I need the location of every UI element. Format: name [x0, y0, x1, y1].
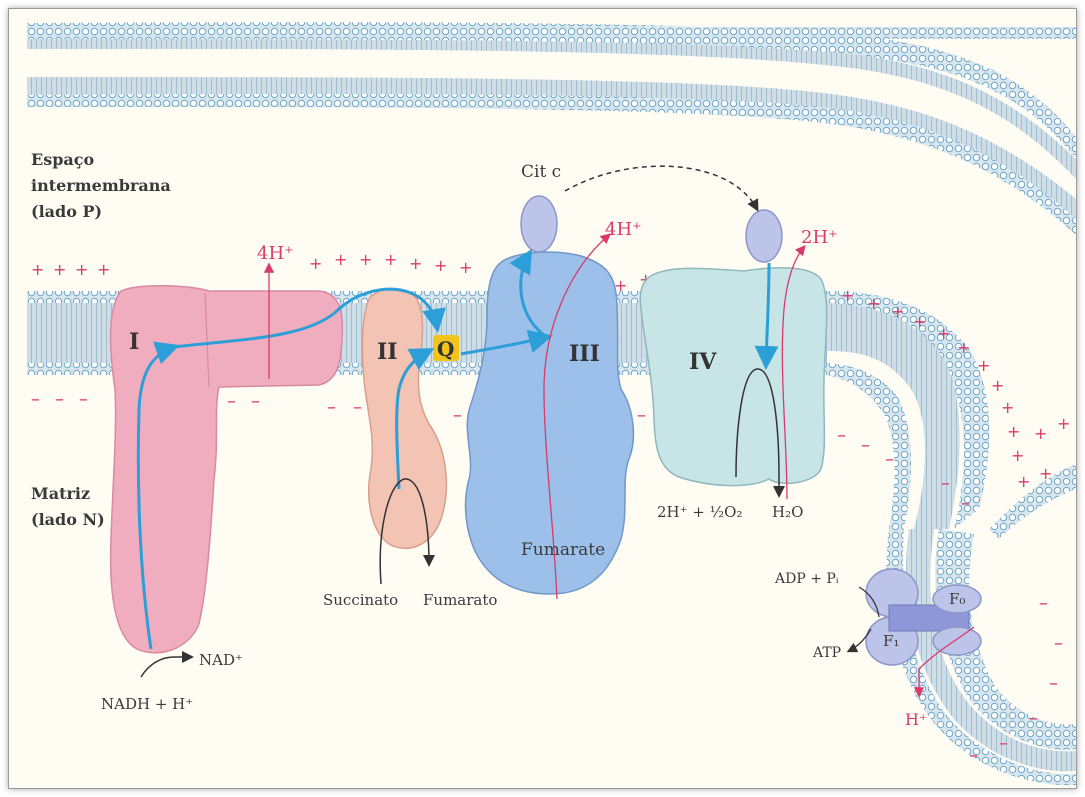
- ims-label-2: intermembrana: [31, 176, 171, 195]
- svg-text:–: –: [1049, 673, 1058, 694]
- svg-text:–: –: [55, 389, 64, 410]
- matrix-label-2: (lado N): [31, 510, 105, 529]
- svg-text:–: –: [969, 745, 978, 766]
- complex-i-label: I: [129, 329, 139, 355]
- svg-text:+: +: [409, 254, 422, 273]
- svg-text:–: –: [31, 389, 40, 410]
- svg-text:+: +: [841, 286, 854, 305]
- water-label: H₂O: [772, 503, 803, 521]
- protons-c1: 4H⁺: [257, 243, 294, 264]
- svg-text:+: +: [867, 294, 880, 313]
- svg-text:+: +: [957, 338, 970, 357]
- svg-text:–: –: [861, 435, 870, 456]
- svg-text:–: –: [251, 391, 260, 412]
- ims-label-1: Espaço: [31, 150, 95, 169]
- svg-text:+: +: [53, 260, 66, 279]
- cyt-c-label: Cit c: [521, 162, 561, 182]
- complex-ii-label: II: [377, 339, 398, 365]
- complex-iv[interactable]: IV: [640, 268, 826, 486]
- ims-label-3: (lado P): [31, 202, 102, 221]
- svg-text:+: +: [1011, 446, 1024, 465]
- protons-atp: H⁺: [905, 710, 927, 729]
- svg-text:–: –: [453, 405, 462, 426]
- svg-text:+: +: [97, 260, 110, 279]
- svg-text:–: –: [999, 733, 1008, 754]
- svg-text:+: +: [977, 356, 990, 375]
- svg-text:+: +: [334, 250, 347, 269]
- svg-text:+: +: [1039, 464, 1052, 483]
- svg-text:+: +: [359, 250, 372, 269]
- svg-text:+: +: [384, 250, 397, 269]
- svg-text:+: +: [891, 302, 904, 321]
- svg-text:+: +: [31, 260, 44, 279]
- svg-text:+: +: [1034, 424, 1047, 443]
- svg-text:+: +: [75, 260, 88, 279]
- svg-text:–: –: [837, 425, 846, 446]
- svg-text:+: +: [913, 312, 926, 331]
- protons-c4: 2H⁺: [801, 227, 838, 248]
- adp-label: ADP + Pᵢ: [774, 571, 839, 587]
- svg-text:+: +: [1007, 422, 1020, 441]
- diagram-frame: ++++ +++++++ ++ +++++++++++++ ++ ––– –––…: [8, 8, 1077, 789]
- svg-text:–: –: [1054, 633, 1063, 654]
- svg-text:–: –: [1039, 593, 1048, 614]
- complex-iii-label: III: [569, 341, 600, 367]
- oxygen-label: 2H⁺ + ½O₂: [657, 503, 743, 521]
- nadh-arrow: [141, 657, 191, 677]
- f1-label: F₁: [883, 632, 899, 650]
- atp-label: ATP: [812, 645, 841, 661]
- q-label: Q: [437, 337, 454, 361]
- fumarato-label: Fumarato: [423, 591, 497, 609]
- svg-text:+: +: [1001, 398, 1014, 417]
- cyt-c[interactable]: Cit c: [521, 162, 782, 262]
- svg-text:–: –: [1029, 708, 1038, 729]
- succinato-label: Succinato: [323, 591, 398, 609]
- svg-text:–: –: [227, 391, 236, 412]
- nadh-label: NADH + H⁺: [101, 695, 193, 713]
- etc-diagram: ++++ +++++++ ++ +++++++++++++ ++ ––– –––…: [9, 9, 1076, 788]
- ubiquinone-q[interactable]: Q: [433, 335, 459, 361]
- svg-text:+: +: [991, 376, 1004, 395]
- svg-text:–: –: [79, 389, 88, 410]
- svg-text:+: +: [937, 324, 950, 343]
- svg-text:+: +: [434, 256, 447, 275]
- svg-text:+: +: [1057, 414, 1070, 433]
- svg-text:+: +: [459, 258, 472, 277]
- svg-text:–: –: [941, 473, 950, 494]
- svg-text:+: +: [1017, 472, 1030, 491]
- svg-text:–: –: [353, 397, 362, 418]
- complex-iv-label: IV: [689, 349, 717, 375]
- nad-label: NAD⁺: [199, 651, 243, 669]
- svg-text:+: +: [309, 254, 322, 273]
- fumarate-label: Fumarate: [521, 540, 605, 560]
- svg-text:–: –: [637, 405, 646, 426]
- protons-c3: 4H⁺: [605, 219, 642, 240]
- svg-text:–: –: [961, 493, 970, 514]
- matrix-label-1: Matriz: [31, 484, 90, 503]
- svg-text:–: –: [885, 449, 894, 470]
- fo-label: F₀: [949, 590, 965, 608]
- svg-text:–: –: [327, 397, 336, 418]
